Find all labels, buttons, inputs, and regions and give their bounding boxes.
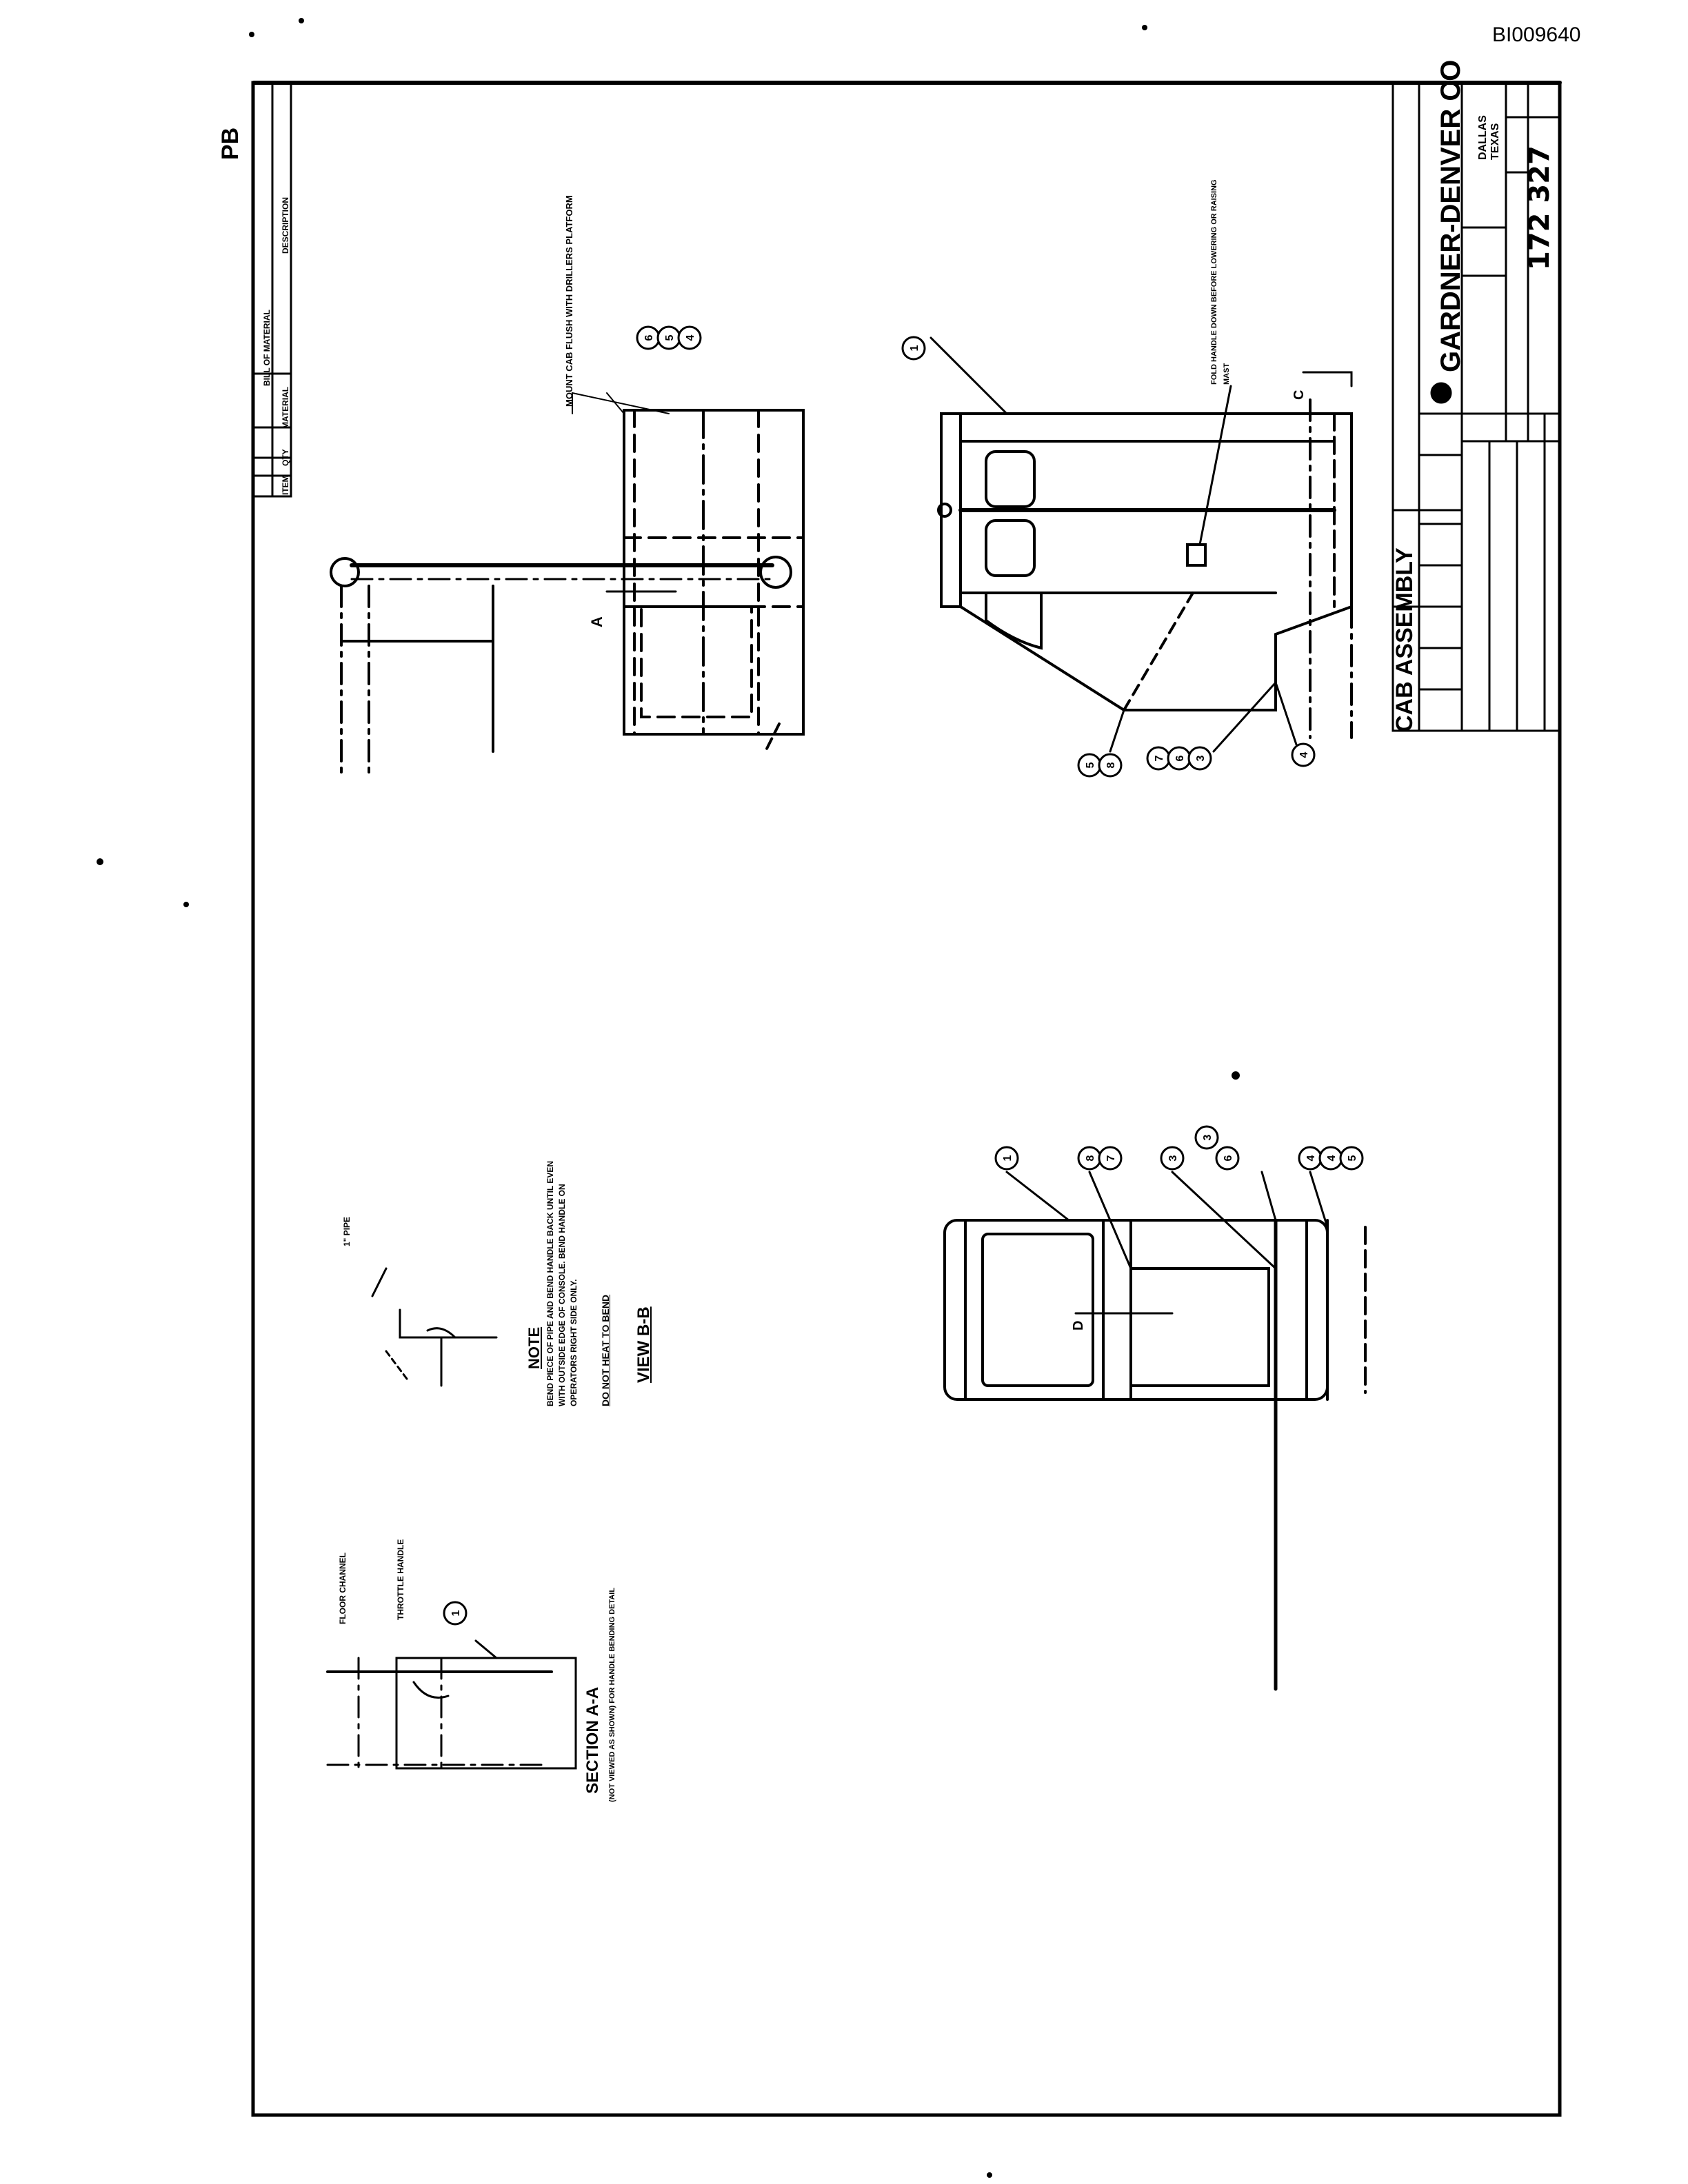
balloon-front-36 xyxy=(1194,1125,1219,1150)
balloon-number: 1 xyxy=(1002,1155,1014,1161)
balloon-side-8 xyxy=(1098,753,1123,778)
section-marker-c: C xyxy=(1292,390,1307,400)
balloon-top-4 xyxy=(677,325,702,350)
title-block xyxy=(1391,81,1561,732)
section-marker-a: A xyxy=(588,616,605,627)
side-view xyxy=(930,336,1353,753)
balloon-number: 8 xyxy=(1085,1155,1096,1161)
balloon-front-4b xyxy=(1339,1146,1364,1171)
balloon-front-3 xyxy=(1160,1146,1185,1171)
balloon-front-7 xyxy=(1098,1146,1123,1171)
balloon-number: 7 xyxy=(1105,1155,1117,1161)
balloon-number: 3 xyxy=(1202,1134,1214,1140)
view-bb-detail xyxy=(371,1267,498,1387)
balloon-number: 6 xyxy=(1174,755,1186,761)
balloon-front-1 xyxy=(994,1146,1019,1171)
balloon-side-4 xyxy=(1291,742,1316,767)
balloon-section-1 xyxy=(443,1601,468,1626)
bill-of-materials-block xyxy=(252,81,292,498)
balloon-number: 3 xyxy=(1195,755,1207,761)
front-view xyxy=(943,1171,1367,1691)
balloon-number: 7 xyxy=(1154,755,1165,761)
balloon-number: 4 xyxy=(1326,1155,1338,1161)
balloon-markers xyxy=(443,325,1364,1626)
balloon-number: 8 xyxy=(1105,762,1117,768)
balloon-number: 4 xyxy=(685,334,696,341)
document-id: BI009640 xyxy=(1492,23,1581,46)
balloon-number: 1 xyxy=(909,345,921,351)
scan-specks xyxy=(97,18,1240,2178)
balloon-number: 4 xyxy=(1298,751,1310,758)
balloon-front-4 xyxy=(1215,1146,1240,1171)
balloon-number: 6 xyxy=(643,334,655,341)
balloon-number: 5 xyxy=(664,334,676,341)
sheet-border xyxy=(251,81,1562,2117)
balloon-number: 1 xyxy=(450,1610,462,1616)
balloon-number: 5 xyxy=(1347,1155,1358,1161)
balloon-side-1 xyxy=(901,336,926,361)
balloon-number: 4 xyxy=(1305,1155,1317,1161)
section-aa-detail xyxy=(326,1639,577,1770)
top-view xyxy=(330,392,805,780)
balloon-side-3 xyxy=(1187,746,1212,771)
balloon-number: 5 xyxy=(1085,762,1096,768)
balloon-number: 6 xyxy=(1223,1155,1234,1161)
section-marker-d: D xyxy=(1071,1321,1086,1331)
balloon-number: 3 xyxy=(1167,1155,1179,1161)
